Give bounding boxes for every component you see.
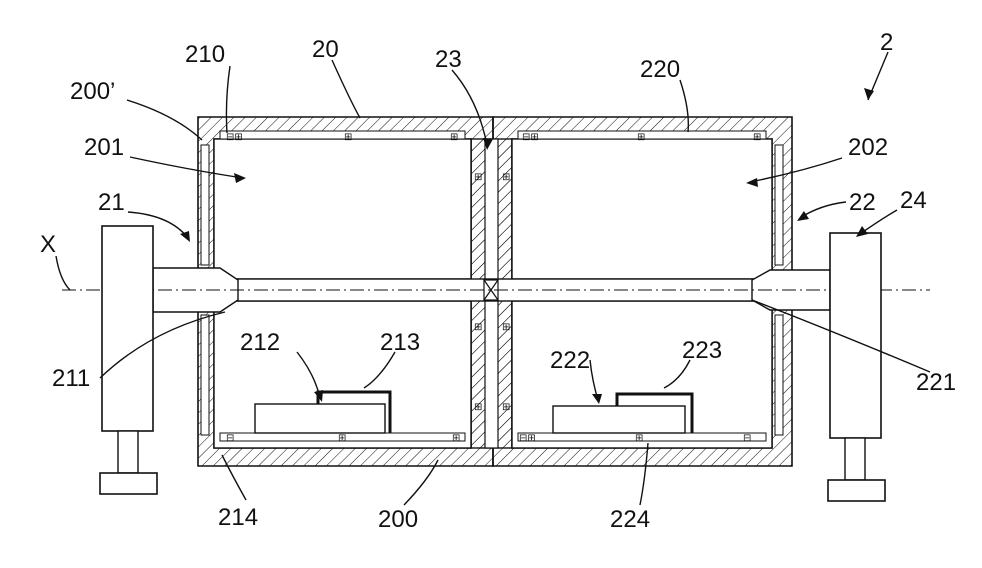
svg-text:⊞: ⊞	[502, 402, 510, 413]
svg-text:⊞: ⊞	[753, 132, 761, 143]
svg-text:⊞: ⊞	[474, 402, 482, 413]
svg-text:⊞: ⊞	[635, 433, 643, 444]
svg-text:⊞: ⊞	[338, 433, 346, 444]
svg-text:⊞: ⊞	[452, 433, 460, 444]
label-24: 24	[900, 187, 927, 214]
label-200-prime: 200’	[70, 78, 115, 105]
label-212: 212	[240, 329, 280, 356]
left-support	[100, 226, 157, 494]
label-2: 2	[880, 29, 893, 56]
label-213: 213	[380, 329, 420, 356]
svg-text:⊞: ⊞	[502, 172, 510, 183]
svg-text:⊞: ⊞	[344, 132, 352, 143]
right-support	[828, 233, 885, 501]
svg-text:⊟⊞: ⊟⊞	[522, 132, 539, 143]
label-22: 22	[849, 189, 876, 216]
svg-text:⊟: ⊟	[743, 433, 751, 444]
label-23: 23	[435, 46, 462, 73]
label-222: 222	[550, 347, 590, 374]
svg-text:⊟⊞: ⊟⊞	[226, 132, 243, 143]
svg-text:⊞: ⊞	[474, 172, 482, 183]
label-214: 214	[218, 504, 258, 531]
label-20: 20	[312, 36, 339, 63]
label-201: 201	[84, 134, 124, 161]
label-x: X	[40, 231, 56, 258]
label-200: 200	[378, 506, 418, 533]
svg-text:⊞: ⊞	[637, 132, 645, 143]
svg-text:⊞: ⊞	[474, 322, 482, 333]
label-211: 211	[52, 365, 90, 392]
svg-text:⊟: ⊟	[226, 433, 234, 444]
chamber-202	[512, 139, 772, 279]
label-223: 223	[682, 337, 722, 364]
label-224: 224	[610, 506, 650, 533]
label-221: 221	[916, 369, 956, 396]
svg-text:⊞: ⊞	[502, 322, 510, 333]
svg-text:⊞: ⊞	[450, 132, 458, 143]
chamber-201	[214, 139, 471, 279]
label-21: 21	[98, 189, 125, 216]
label-210: 210	[185, 41, 225, 68]
label-202: 202	[848, 134, 888, 161]
svg-text:⊟⊞: ⊟⊞	[519, 433, 536, 444]
label-220: 220	[640, 56, 680, 83]
